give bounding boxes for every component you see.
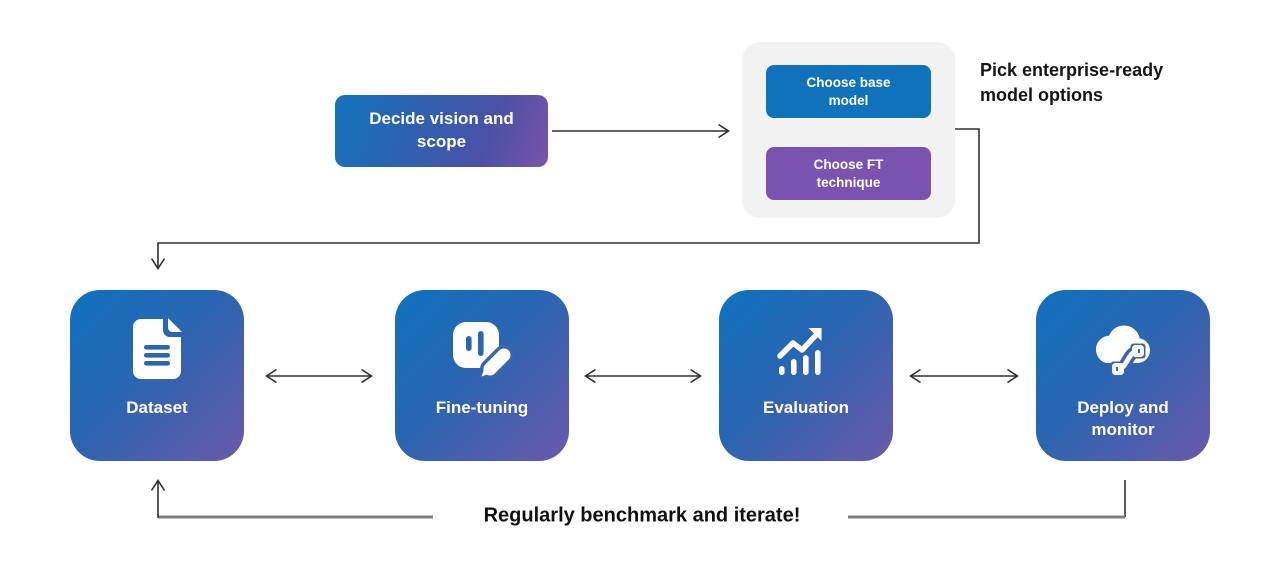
cloud-pipeline-icon: [1090, 316, 1156, 382]
decide-vision-scope-box: Decide vision and scope: [335, 95, 548, 167]
arrow-dataset-finetuning: [265, 368, 373, 384]
stage-label: Dataset: [126, 398, 188, 417]
stage-card-dataset: Dataset: [70, 290, 244, 461]
stage-label: Deploy and monitor: [1077, 398, 1169, 440]
stage-card-evaluation: Evaluation: [719, 290, 893, 461]
loop-note: Regularly benchmark and iterate!: [483, 504, 801, 527]
arrow-decide-to-options: [552, 123, 730, 139]
stage-card-deploy: Deploy and monitor: [1036, 290, 1210, 461]
stage-label: Evaluation: [763, 398, 849, 417]
chart-pencil-icon: [451, 316, 513, 382]
model-options-panel: Choose base model Choose FT technique: [742, 42, 955, 218]
options-caption: Pick enterprise-ready model options: [980, 60, 1164, 106]
choose-base-model-button: Choose base model: [766, 65, 931, 118]
stage-label: Fine-tuning: [435, 398, 529, 417]
arrow-evaluation-deploy: [909, 368, 1019, 384]
trending-chart-icon: [775, 316, 837, 382]
arrow-finetuning-evaluation: [584, 368, 702, 384]
stage-card-finetuning: Fine-tuning: [395, 290, 569, 461]
choose-ft-technique-button: Choose FT technique: [766, 147, 931, 200]
document-icon: [132, 316, 182, 382]
